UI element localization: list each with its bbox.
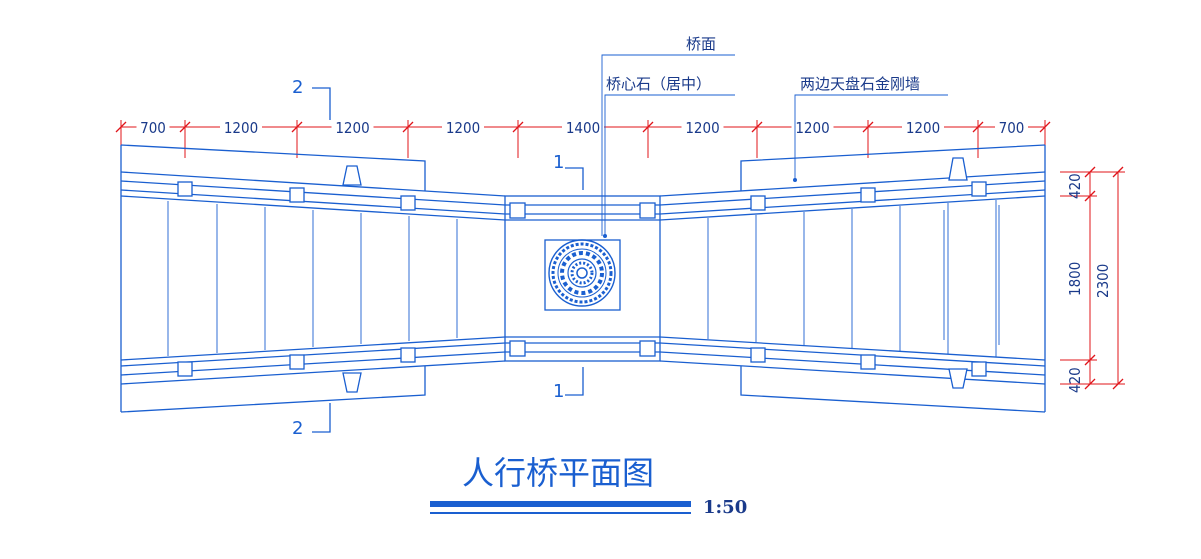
top-dimension-chain: 700 1200 1200 1200 1400 1200 1200 1200 700 bbox=[115, 119, 1051, 158]
left-post-5 bbox=[289, 354, 305, 370]
center-post-1 bbox=[509, 202, 526, 219]
top-dim-tick-9 bbox=[1039, 121, 1051, 133]
left-lower-wing-wall bbox=[120, 366, 426, 413]
top-dim-label-5: 1200 bbox=[685, 119, 719, 137]
top-dim-label-bg-1 bbox=[220, 119, 262, 135]
top-dim-label-2: 1200 bbox=[335, 119, 369, 137]
right-post-2 bbox=[860, 187, 876, 203]
section-1-top: 1 bbox=[553, 152, 584, 190]
right-lower-wing-wall bbox=[740, 366, 1046, 413]
right-paving-joints bbox=[707, 200, 1000, 357]
title-underline-thick bbox=[430, 501, 691, 507]
left-lower-rail-1 bbox=[120, 336, 506, 361]
top-dim-tick-7 bbox=[862, 121, 874, 133]
leader-side-wall: 两边天盘石金刚墙 bbox=[793, 75, 948, 182]
drawing-title: 人行桥平面图 bbox=[462, 454, 654, 492]
top-dim-label-3: 1200 bbox=[446, 119, 480, 137]
top-dim-tick-4 bbox=[512, 121, 524, 133]
top-dim-label-bg-4 bbox=[562, 119, 604, 135]
center-post-3 bbox=[509, 340, 526, 357]
right-post-4 bbox=[750, 347, 766, 363]
right-post-6 bbox=[971, 361, 987, 377]
left-upper-wing-wall bbox=[120, 144, 426, 191]
right-dimension-chain: 420 1800 420 2300 bbox=[1060, 166, 1125, 393]
right-lower-buttress bbox=[948, 368, 968, 389]
left-upper-buttress bbox=[342, 165, 362, 186]
center-post-2 bbox=[639, 202, 656, 219]
left-post-6 bbox=[400, 347, 416, 363]
top-dim-label-8: 700 bbox=[999, 119, 1025, 137]
left-upper-rail-1 bbox=[120, 171, 506, 197]
left-paving-joints bbox=[167, 201, 458, 356]
left-upper-rail-4 bbox=[120, 195, 506, 221]
svg-text:2: 2 bbox=[292, 418, 303, 439]
center-span-outline bbox=[504, 195, 661, 362]
right-upper-wing-wall bbox=[740, 144, 1046, 191]
top-dim-label-0: 700 bbox=[140, 119, 166, 137]
top-dim-label-bg-6 bbox=[791, 119, 834, 135]
leader-center-stone: 桥心石（居中） bbox=[603, 75, 735, 238]
top-dim-tick-6 bbox=[751, 121, 763, 133]
right-upper-buttress bbox=[948, 157, 968, 181]
dim-right-lower: 420 bbox=[1066, 367, 1084, 393]
top-dim-label-bg-3 bbox=[442, 119, 484, 135]
right-approach bbox=[659, 144, 1046, 413]
left-post-2 bbox=[289, 187, 305, 203]
top-dim-label-bg-0 bbox=[136, 119, 170, 135]
left-post-4 bbox=[177, 361, 193, 377]
top-dim-label-6: 1200 bbox=[795, 119, 829, 137]
center-span bbox=[504, 195, 661, 362]
right-post-5 bbox=[860, 354, 876, 370]
right-post-1 bbox=[750, 195, 766, 211]
top-dim-tick-8 bbox=[972, 121, 984, 133]
right-post-3 bbox=[971, 181, 987, 197]
left-lower-buttress bbox=[342, 372, 362, 393]
dim-right-middle: 1800 bbox=[1066, 262, 1084, 296]
top-dim-label-bg-2 bbox=[331, 119, 374, 135]
top-dim-label-7: 1200 bbox=[906, 119, 940, 137]
section-2-top: 2 bbox=[292, 77, 331, 120]
svg-text:1: 1 bbox=[553, 152, 564, 173]
drawing-scale: 1:50 bbox=[703, 497, 747, 518]
svg-text:2: 2 bbox=[292, 77, 303, 98]
center-stone-square bbox=[544, 239, 621, 311]
label-deck: 桥面 bbox=[686, 35, 716, 53]
center-post-4 bbox=[639, 340, 656, 357]
section-1-bottom: 1 bbox=[553, 367, 584, 402]
top-dim-label-bg-5 bbox=[681, 119, 724, 135]
left-approach bbox=[120, 144, 506, 413]
dim-right-upper: 420 bbox=[1066, 173, 1084, 199]
top-dim-label-bg-7 bbox=[902, 119, 944, 135]
top-dim-tick-3 bbox=[402, 121, 414, 133]
left-post-1 bbox=[177, 181, 193, 197]
center-stone-medallion bbox=[548, 239, 616, 307]
top-dim-tick-1 bbox=[179, 121, 191, 133]
top-dim-tick-2 bbox=[291, 121, 303, 133]
section-2-bottom: 2 bbox=[292, 403, 331, 439]
dim-right-total: 2300 bbox=[1094, 264, 1112, 298]
top-dim-label-4: 1400 bbox=[566, 119, 600, 137]
top-dim-tick-0 bbox=[115, 121, 127, 133]
label-side-wall: 两边天盘石金刚墙 bbox=[800, 75, 920, 93]
leader-deck: 桥面 bbox=[601, 35, 735, 236]
left-post-3 bbox=[400, 195, 416, 211]
left-lower-rail-4 bbox=[120, 360, 506, 385]
top-dim-label-bg-8 bbox=[995, 119, 1028, 135]
top-dim-label-1: 1200 bbox=[224, 119, 258, 137]
svg-text:1: 1 bbox=[553, 381, 564, 402]
label-center-stone: 桥心石（居中） bbox=[606, 75, 711, 93]
top-dim-tick-5 bbox=[642, 121, 654, 133]
